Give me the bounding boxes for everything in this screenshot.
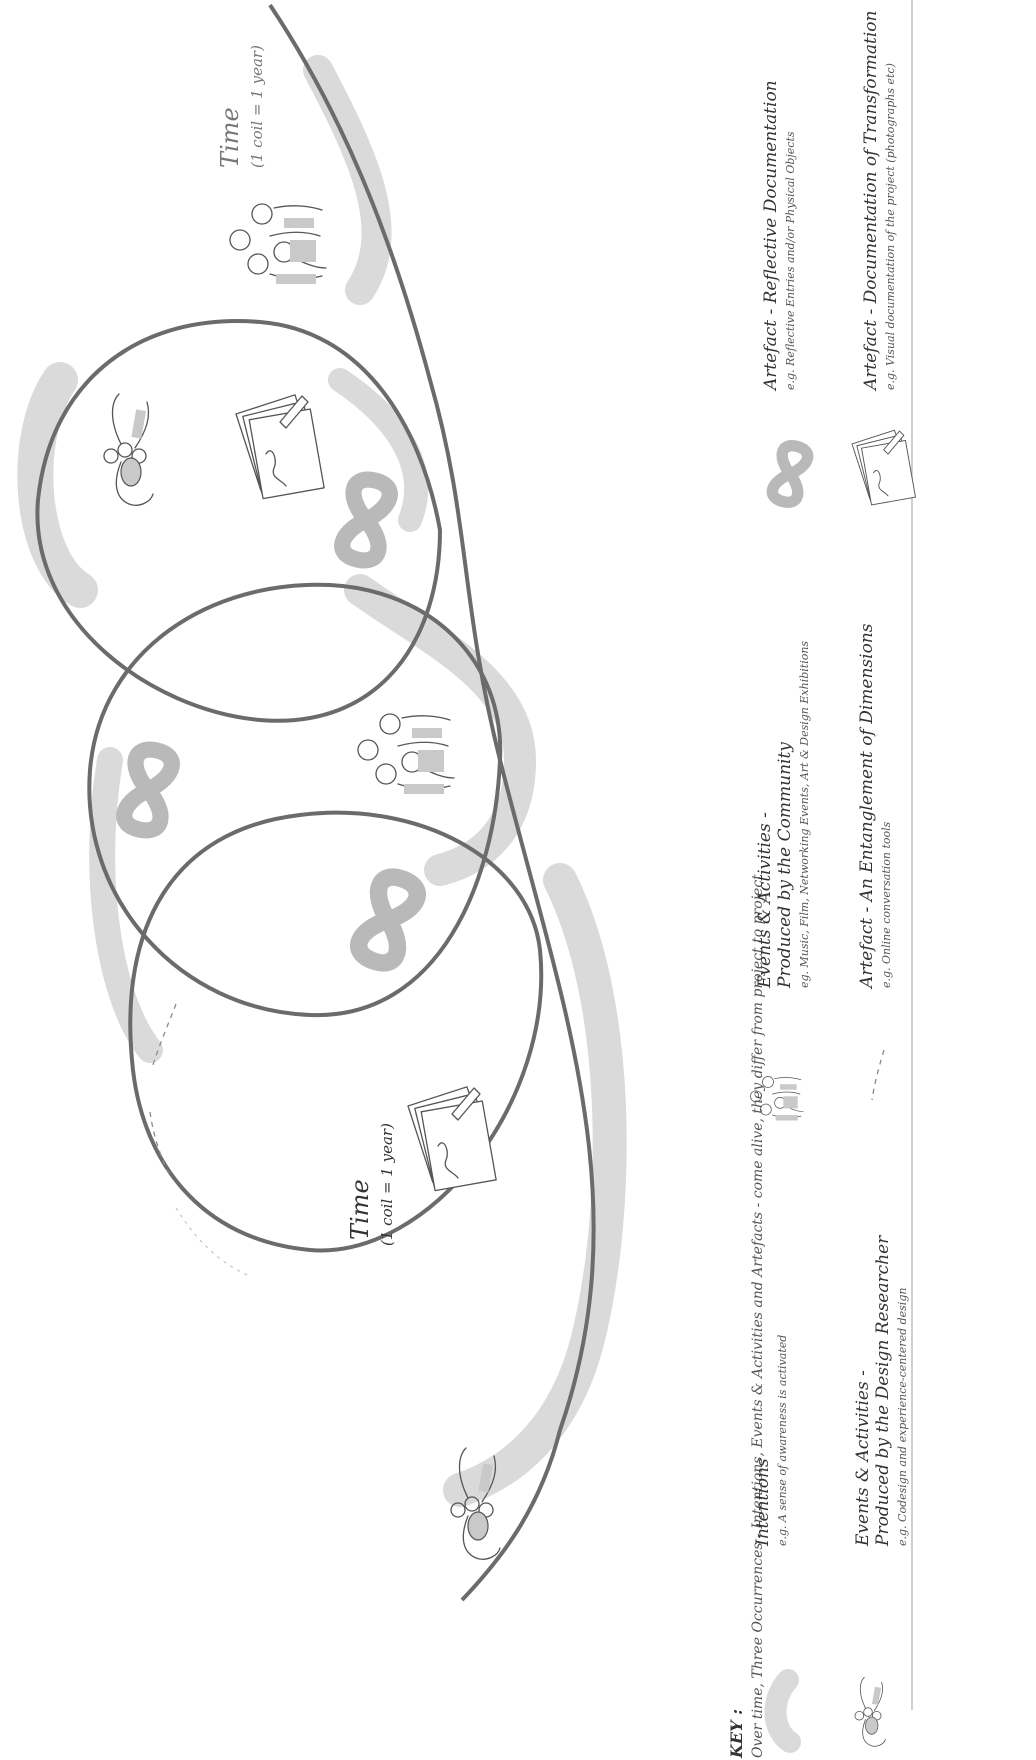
dashed-artefact-arrows bbox=[150, 1004, 250, 1276]
svg-text:e.g. Reflective Entries and/or: e.g. Reflective Entries and/or Physical … bbox=[784, 131, 797, 390]
key-item-researcher: Events & Activities - Produced by the De… bbox=[853, 1235, 909, 1746]
notebook-pen-icon bbox=[852, 430, 915, 505]
dashed-arrow-icon bbox=[872, 1050, 884, 1100]
notebook-bottom bbox=[408, 1087, 496, 1191]
infinity-icon bbox=[770, 443, 810, 505]
time-label-top: Time (1 coil = 1 year) bbox=[216, 45, 266, 168]
svg-text:Time: Time bbox=[346, 1179, 374, 1240]
researcher-group-top bbox=[104, 394, 153, 505]
svg-text:(1 coil = 1 year): (1 coil = 1 year) bbox=[248, 45, 266, 168]
key-header: KEY : Over time, Three Occurrences - Int… bbox=[727, 874, 766, 1759]
svg-text:Over time, Three Occurrences -: Over time, Three Occurrences - Intention… bbox=[750, 874, 766, 1758]
svg-text:Artefact - Reflective Document: Artefact - Reflective Documentation bbox=[761, 80, 781, 392]
svg-text:Intentions: Intentions bbox=[753, 1458, 773, 1547]
intentions-shading bbox=[35, 70, 609, 1490]
key-item-reflective: Artefact - Reflective Documentation e.g.… bbox=[761, 80, 810, 504]
svg-text:Produced by the Community: Produced by the Community bbox=[775, 742, 795, 989]
svg-text:eg. Music, Film, Networking Ev: eg. Music, Film, Networking Events, Art … bbox=[798, 641, 811, 988]
svg-text:Artefact - Documentation of Tr: Artefact - Documentation of Transformati… bbox=[861, 11, 881, 392]
svg-text:KEY :: KEY : bbox=[727, 1709, 746, 1759]
svg-text:Produced by the Design Researc: Produced by the Design Researcher bbox=[873, 1235, 893, 1547]
community-group-middle bbox=[358, 714, 454, 794]
researcher-group-icon bbox=[855, 1677, 885, 1746]
svg-text:(1 coil = 1 year): (1 coil = 1 year) bbox=[378, 1123, 396, 1246]
svg-text:e.g. Online conversation tools: e.g. Online conversation tools bbox=[880, 821, 893, 988]
svg-text:e.g. A sense of awareness is a: e.g. A sense of awareness is activated bbox=[776, 1335, 789, 1546]
community-group-top bbox=[230, 204, 326, 284]
key-item-transformation: Artefact - Documentation of Transformati… bbox=[852, 11, 915, 505]
time-label-main: Time (1 coil = 1 year) bbox=[346, 1123, 396, 1246]
svg-text:e.g. Codesign and experience-c: e.g. Codesign and experience-centered de… bbox=[896, 1288, 909, 1546]
svg-text:Events & Activities -: Events & Activities - bbox=[853, 1370, 873, 1547]
svg-text:Artefact - An Entanglement of: Artefact - An Entanglement of Dimensions bbox=[857, 623, 877, 990]
svg-text:Events & Activities -: Events & Activities - bbox=[755, 812, 775, 989]
key-item-entanglement: Artefact - An Entanglement of Dimensions… bbox=[857, 623, 893, 1100]
svg-text:e.g. Visual documentation of t: e.g. Visual documentation of the project… bbox=[884, 63, 897, 390]
notebook-top bbox=[236, 395, 324, 499]
svg-text:Time: Time bbox=[216, 107, 244, 168]
shade-arc-icon bbox=[775, 1680, 790, 1742]
